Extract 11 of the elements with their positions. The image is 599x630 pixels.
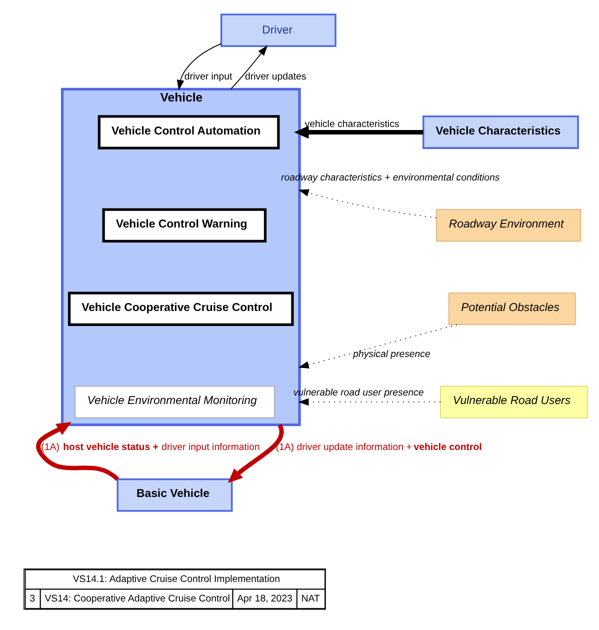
edge-label: (1A) host vehicle status + driver input information [41, 442, 260, 454]
label: NAT [301, 593, 320, 604]
label: VS14: Cooperative Adaptive Cruise Control [44, 593, 230, 604]
edge-label: driver input [184, 71, 232, 82]
label: Apr 18, 2023 [237, 593, 292, 604]
edge-label: physical presence [353, 349, 430, 360]
edge-label: driver updates [245, 71, 306, 82]
label: 3 [30, 593, 36, 604]
label: VS14.1: Adaptive Cruise Control Implementation [72, 574, 280, 585]
edge-label: vehicle characteristics [304, 118, 400, 130]
edge-label: roadway characteristics + environmental conditions [281, 172, 500, 184]
